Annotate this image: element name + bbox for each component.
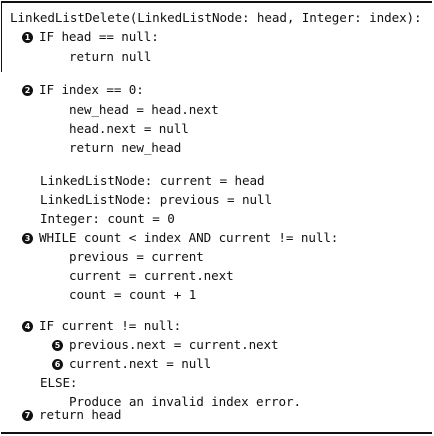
code-line-19: 7 return head: [22, 405, 121, 425]
code-line-text: previous = current: [69, 249, 204, 264]
code-line-text: current.next = null: [69, 356, 212, 371]
left-rule: [1, 2, 2, 72]
code-line-14: 4 IF current != null:: [22, 316, 181, 336]
code-line-8: LinkedListNode: previous = null: [40, 190, 272, 210]
code-line-1: 1 IF head == null:: [22, 27, 159, 47]
code-line-12: current = current.next: [69, 266, 234, 286]
code-line-text: count = count + 1: [69, 287, 197, 302]
code-line-3: 2 IF index == 0:: [22, 80, 144, 100]
code-line-text: ELSE:: [40, 375, 78, 390]
code-line-text: LinkedListNode: previous = null: [40, 192, 272, 207]
step-badge-4: 4: [22, 320, 33, 332]
bottom-rule: [1, 432, 432, 434]
step-badge-7: 7: [22, 409, 33, 421]
top-rule: [1, 1, 432, 3]
code-line-text: Produce an invalid index error.: [69, 394, 301, 409]
code-line-4: new_head = head.next: [69, 100, 219, 120]
code-line-18: Produce an invalid index error.: [69, 392, 301, 412]
code-line-text: new_head = head.next: [69, 102, 219, 117]
code-line-text: head.next = null: [69, 121, 189, 136]
function-signature: LinkedListDelete(LinkedListNode: head, I…: [10, 10, 422, 25]
code-line-text: IF head == null:: [39, 29, 159, 44]
code-line-7: LinkedListNode: current = head: [40, 171, 265, 191]
code-line-11: previous = current: [69, 247, 204, 267]
code-line-5: head.next = null: [69, 119, 189, 139]
code-line-text: return head: [39, 407, 122, 422]
step-badge-5: 5: [52, 339, 63, 351]
step-badge-6: 6: [52, 358, 63, 370]
step-badge-3: 3: [22, 232, 33, 244]
code-line-10: 3 WHILE count < index AND current != nul…: [22, 228, 338, 248]
code-line-16: 6 current.next = null: [52, 354, 211, 374]
code-line-15: 5 previous.next = current.next: [52, 335, 279, 355]
code-line-17: ELSE:: [40, 373, 78, 393]
code-line-6: return new_head: [69, 138, 181, 158]
step-badge-2: 2: [22, 84, 33, 96]
code-line-13: count = count + 1: [69, 285, 196, 305]
step-badge-1: 1: [22, 31, 33, 43]
code-line-text: current = current.next: [69, 268, 234, 283]
code-line-text: return new_head: [69, 140, 182, 155]
code-line-9: Integer: count = 0: [40, 209, 175, 229]
code-line-2: return null: [69, 47, 151, 67]
code-line-text: IF index == 0:: [39, 82, 144, 97]
code-line-text: return null: [69, 49, 152, 64]
code-line-text: LinkedListNode: current = head: [40, 173, 265, 188]
code-line-text: IF current != null:: [39, 318, 182, 333]
code-line-text: previous.next = current.next: [69, 337, 279, 352]
code-line-text: Integer: count = 0: [40, 211, 175, 226]
code-line-text: WHILE count < index AND current != null:: [39, 230, 339, 245]
